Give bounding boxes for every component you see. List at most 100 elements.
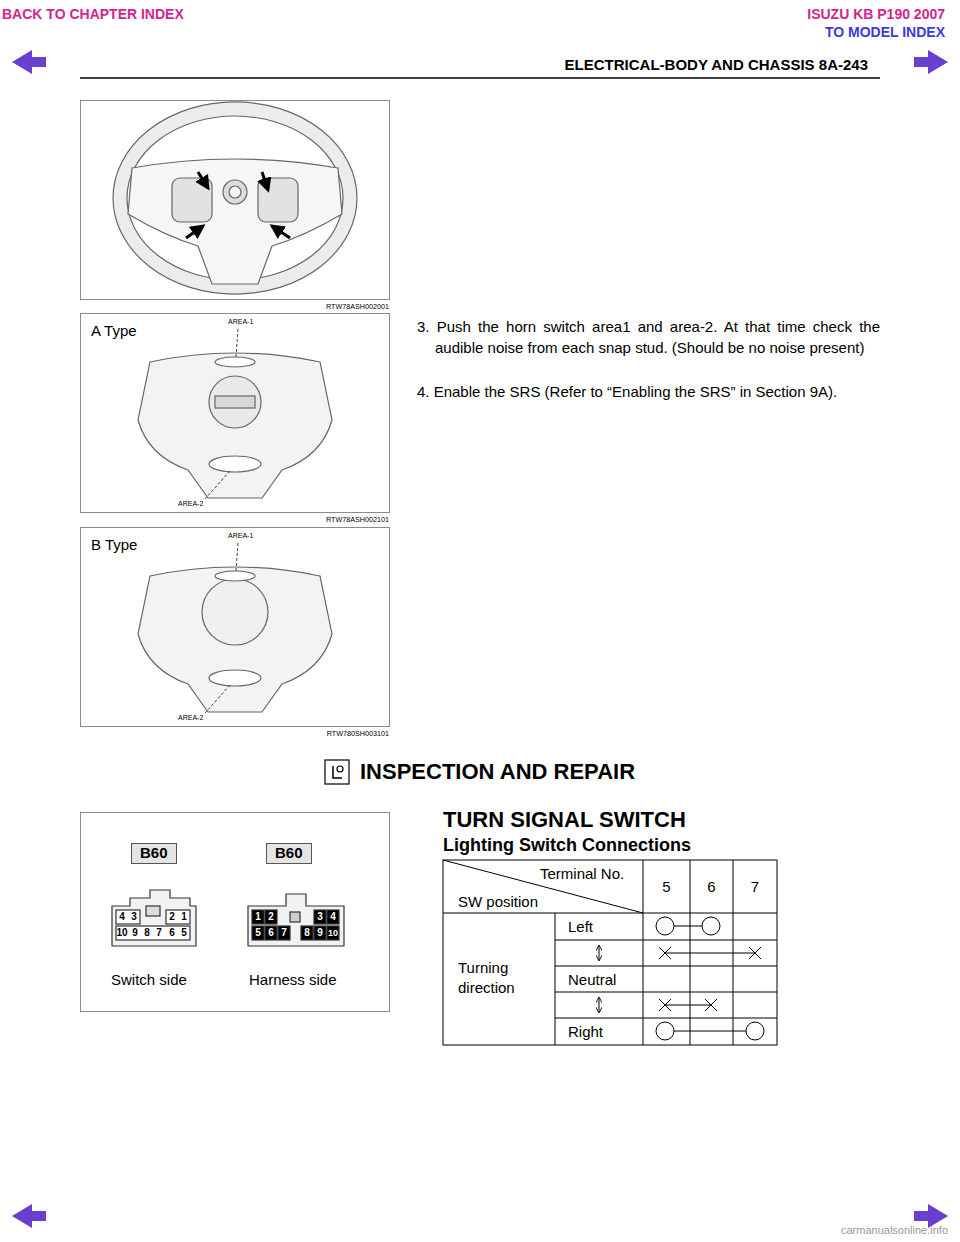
figure-title: B Type: [91, 537, 137, 554]
pin-number: 2: [166, 910, 178, 924]
procedure-step: 3. Push the horn switch area1 and area-2…: [417, 316, 880, 358]
drawing-part: [248, 894, 344, 946]
drawing-part: [265, 926, 277, 940]
view-label: Switch side: [111, 972, 187, 989]
pin-number: 5: [178, 926, 190, 940]
figure-frame: B TypeAREA-1AREA-2RTW780SH003101: [80, 527, 390, 727]
drawing-part: [205, 685, 230, 713]
table-cell: Turning direction: [458, 958, 550, 998]
connector-id: B60: [131, 843, 177, 864]
drawing-part: [656, 1022, 674, 1040]
area-label: AREA-1: [227, 318, 254, 326]
drawing-part: [659, 999, 717, 1011]
drawing-part: [258, 178, 298, 222]
drawing-part: [746, 1022, 764, 1040]
drawing-part: [333, 766, 342, 778]
model-title: ISUZU KB P190 2007: [700, 6, 945, 22]
figure-code: RTW78ASH002101: [81, 516, 389, 524]
drawing-part: [325, 760, 349, 784]
pin-number: 8: [301, 926, 313, 940]
terminal-number: 6: [690, 878, 733, 895]
pin-number: 7: [278, 926, 290, 940]
connection-table: [443, 860, 777, 1045]
drawing-part: [138, 567, 332, 712]
pin-number: 3: [128, 910, 140, 924]
nav-arrow: [12, 1204, 46, 1228]
drawing-part: [599, 946, 600, 960]
drawing-part: [278, 926, 290, 940]
drawing-part: [236, 329, 238, 357]
drawing-part: [138, 353, 332, 498]
drawing-part: [252, 926, 264, 940]
drawing-part: [272, 226, 290, 238]
drawing-part: [262, 172, 268, 190]
pin-number: 6: [265, 926, 277, 940]
drawing-part: [236, 543, 238, 571]
drawing-part: [116, 910, 140, 924]
pin-number: 6: [166, 926, 178, 940]
drawing-part: [290, 912, 300, 922]
table-title: Lighting Switch Connections: [443, 835, 691, 856]
drawing-part: [113, 102, 357, 294]
pin-number: 1: [252, 910, 264, 924]
connector-id: B60: [266, 843, 312, 864]
drawing-part: [198, 172, 208, 188]
drawing-part: [555, 966, 777, 967]
drawing-part: [674, 1031, 746, 1032]
drawing-part: [443, 860, 777, 1045]
drawing-part: [186, 226, 203, 238]
drawing-part: [265, 910, 277, 924]
terminal-number: 5: [643, 878, 690, 895]
drawing-part: [116, 926, 190, 940]
pin-number: 7: [153, 926, 165, 940]
drawing-part: [643, 860, 644, 1045]
drawing-part: [146, 906, 160, 916]
nav-link: BACK TO CHAPTER INDEX: [2, 6, 184, 22]
drawing-part: [128, 159, 342, 284]
drawing-part: [555, 913, 556, 1045]
pin-number: 8: [141, 926, 153, 940]
procedure-step: 4. Enable the SRS (Refer to “Enabling th…: [417, 381, 880, 402]
drawing-part: [337, 766, 343, 772]
figure-code: RTW78ASH002001: [81, 303, 389, 311]
pointer-arrows: [186, 172, 290, 238]
drawing-part: [314, 910, 326, 924]
drawing-part: [209, 670, 261, 686]
header-rule: [80, 77, 880, 79]
watermark: carmanualsonline.info: [800, 1224, 948, 1237]
terminal-number: 7: [733, 878, 777, 895]
drawing-part: [327, 910, 339, 924]
drawing-part: [555, 1018, 777, 1019]
nav-arrow: [914, 50, 948, 74]
pin-number: 4: [116, 910, 128, 924]
figure-frame: RTW78ASH002001: [80, 100, 390, 300]
pin-number: 9: [129, 926, 141, 940]
drawing-part: [555, 992, 777, 993]
drawing-part: [301, 926, 313, 940]
drawing-part: [665, 1005, 711, 1006]
leader-line: [205, 543, 238, 713]
table-cell: Right: [568, 1023, 603, 1040]
connector-switch-side: [112, 890, 196, 946]
drawing-part: [656, 917, 674, 935]
drawing-part: [202, 579, 268, 645]
figure-frame: A TypeAREA-1AREA-2RTW78ASH002101: [80, 313, 390, 513]
sub-heading: TURN SIGNAL SWITCH: [443, 807, 686, 832]
drawing-part: [223, 180, 247, 204]
pin-number: 10: [327, 926, 339, 940]
figure-frame: B60B60Switch sideHarness side: [80, 812, 390, 1012]
area-label: AREA-2: [177, 500, 204, 508]
table-cell: Left: [568, 918, 593, 935]
pin-number: 3: [314, 910, 326, 924]
drawing-part: [205, 471, 230, 499]
drawing-part: [252, 910, 264, 924]
table-header: SW position: [458, 893, 538, 910]
pin-number: 5: [252, 926, 264, 940]
figure-title: A Type: [91, 323, 137, 340]
pin-number: 4: [327, 910, 339, 924]
drawing-part: [209, 456, 261, 472]
nav-link: TO MODEL INDEX: [700, 24, 945, 40]
connector-harness-side: [248, 894, 344, 946]
continuity-symbols: [599, 917, 764, 1040]
